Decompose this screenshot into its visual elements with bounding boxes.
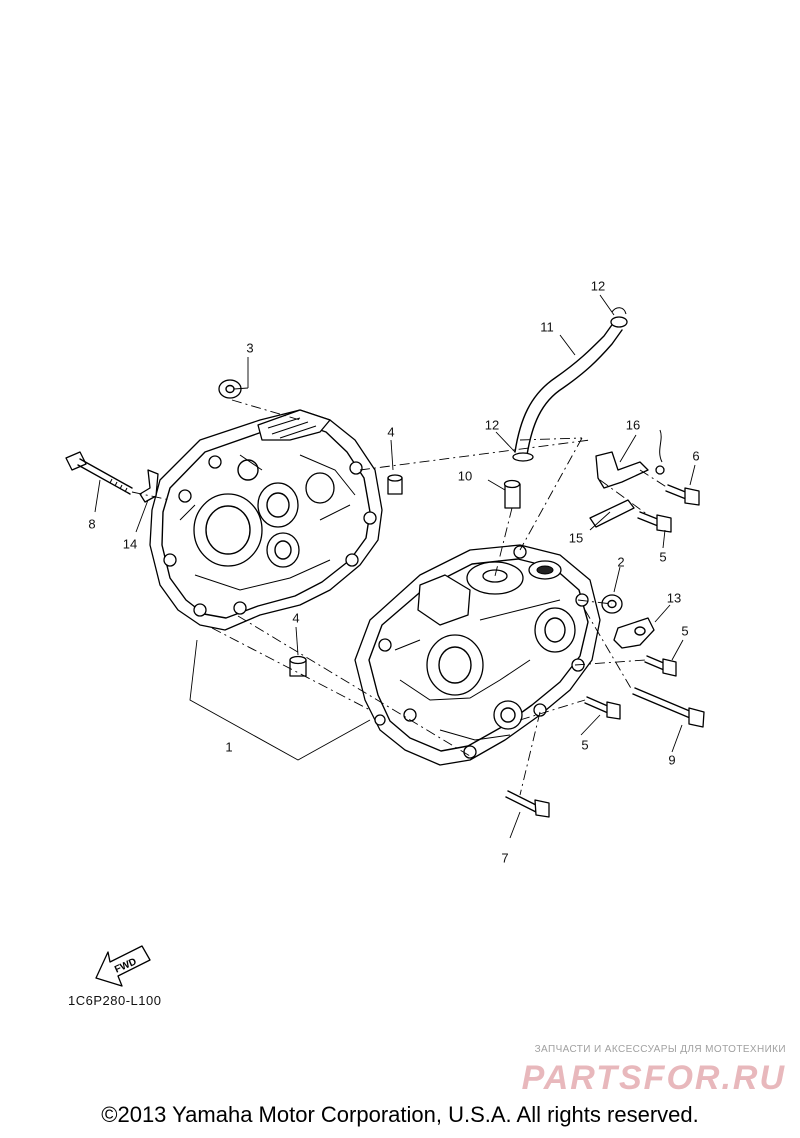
callout-12-upper: 12 (590, 278, 606, 294)
bolt-6 (665, 484, 700, 506)
left-crankcase-half (149, 409, 383, 631)
dowel-pin-upper (387, 474, 403, 495)
callout-12-lower: 12 (484, 417, 500, 433)
callout-14: 14 (122, 536, 138, 552)
fwd-arrow-icon: FWD (95, 945, 151, 987)
callout-4-upper: 4 (387, 424, 395, 440)
watermark: ЗАПЧАСТИ И АКСЕССУАРЫ ДЛЯ МОТОТЕХНИКИ PA… (486, 1044, 786, 1098)
watermark-logo: PARTSFOR.RU (521, 1059, 786, 1097)
callout-5-mid: 5 (681, 623, 689, 639)
bolt-7 (505, 790, 550, 818)
callout-5-top: 5 (659, 549, 667, 565)
callout-10: 10 (457, 468, 473, 484)
leader-lines (94, 294, 696, 839)
callout-7: 7 (501, 850, 509, 866)
callout-15: 15 (568, 530, 584, 546)
bolt-5-c (637, 511, 672, 533)
plate-13 (613, 617, 655, 649)
callout-8: 8 (88, 516, 96, 532)
hose-clip-12-lower (512, 452, 534, 462)
joint-10 (503, 479, 521, 509)
callout-13: 13 (666, 590, 682, 606)
callout-6: 6 (692, 448, 700, 464)
callout-1: 1 (225, 739, 233, 755)
callout-11: 11 (540, 319, 554, 335)
plate-15 (589, 499, 635, 528)
callout-2: 2 (617, 554, 625, 570)
bolt-5-a (584, 696, 621, 720)
copyright-notice: ©2013 Yamaha Motor Corporation, U.S.A. A… (101, 1102, 699, 1127)
callout-5-bottom: 5 (581, 737, 589, 753)
callout-4-lower: 4 (292, 610, 300, 626)
callout-9: 9 (668, 752, 676, 768)
right-crankcase-half (354, 544, 601, 766)
diagram-code: 1C6P280-L100 (68, 993, 162, 1008)
bracket-16 (595, 429, 665, 489)
callout-16: 16 (625, 417, 641, 433)
dowel-pin-lower (289, 655, 307, 677)
callout-3: 3 (246, 340, 254, 356)
breather-hose-11 (514, 321, 623, 456)
bolt-8 (65, 451, 133, 495)
hose-clip-12-upper (610, 307, 628, 328)
watermark-tagline: ЗАПЧАСТИ И АКСЕССУАРЫ ДЛЯ МОТОТЕХНИКИ (534, 1044, 786, 1055)
assembly-lines (131, 399, 669, 796)
clamp-14 (139, 469, 159, 503)
bolt-9 (632, 687, 705, 728)
bolt-5-b (644, 655, 677, 677)
